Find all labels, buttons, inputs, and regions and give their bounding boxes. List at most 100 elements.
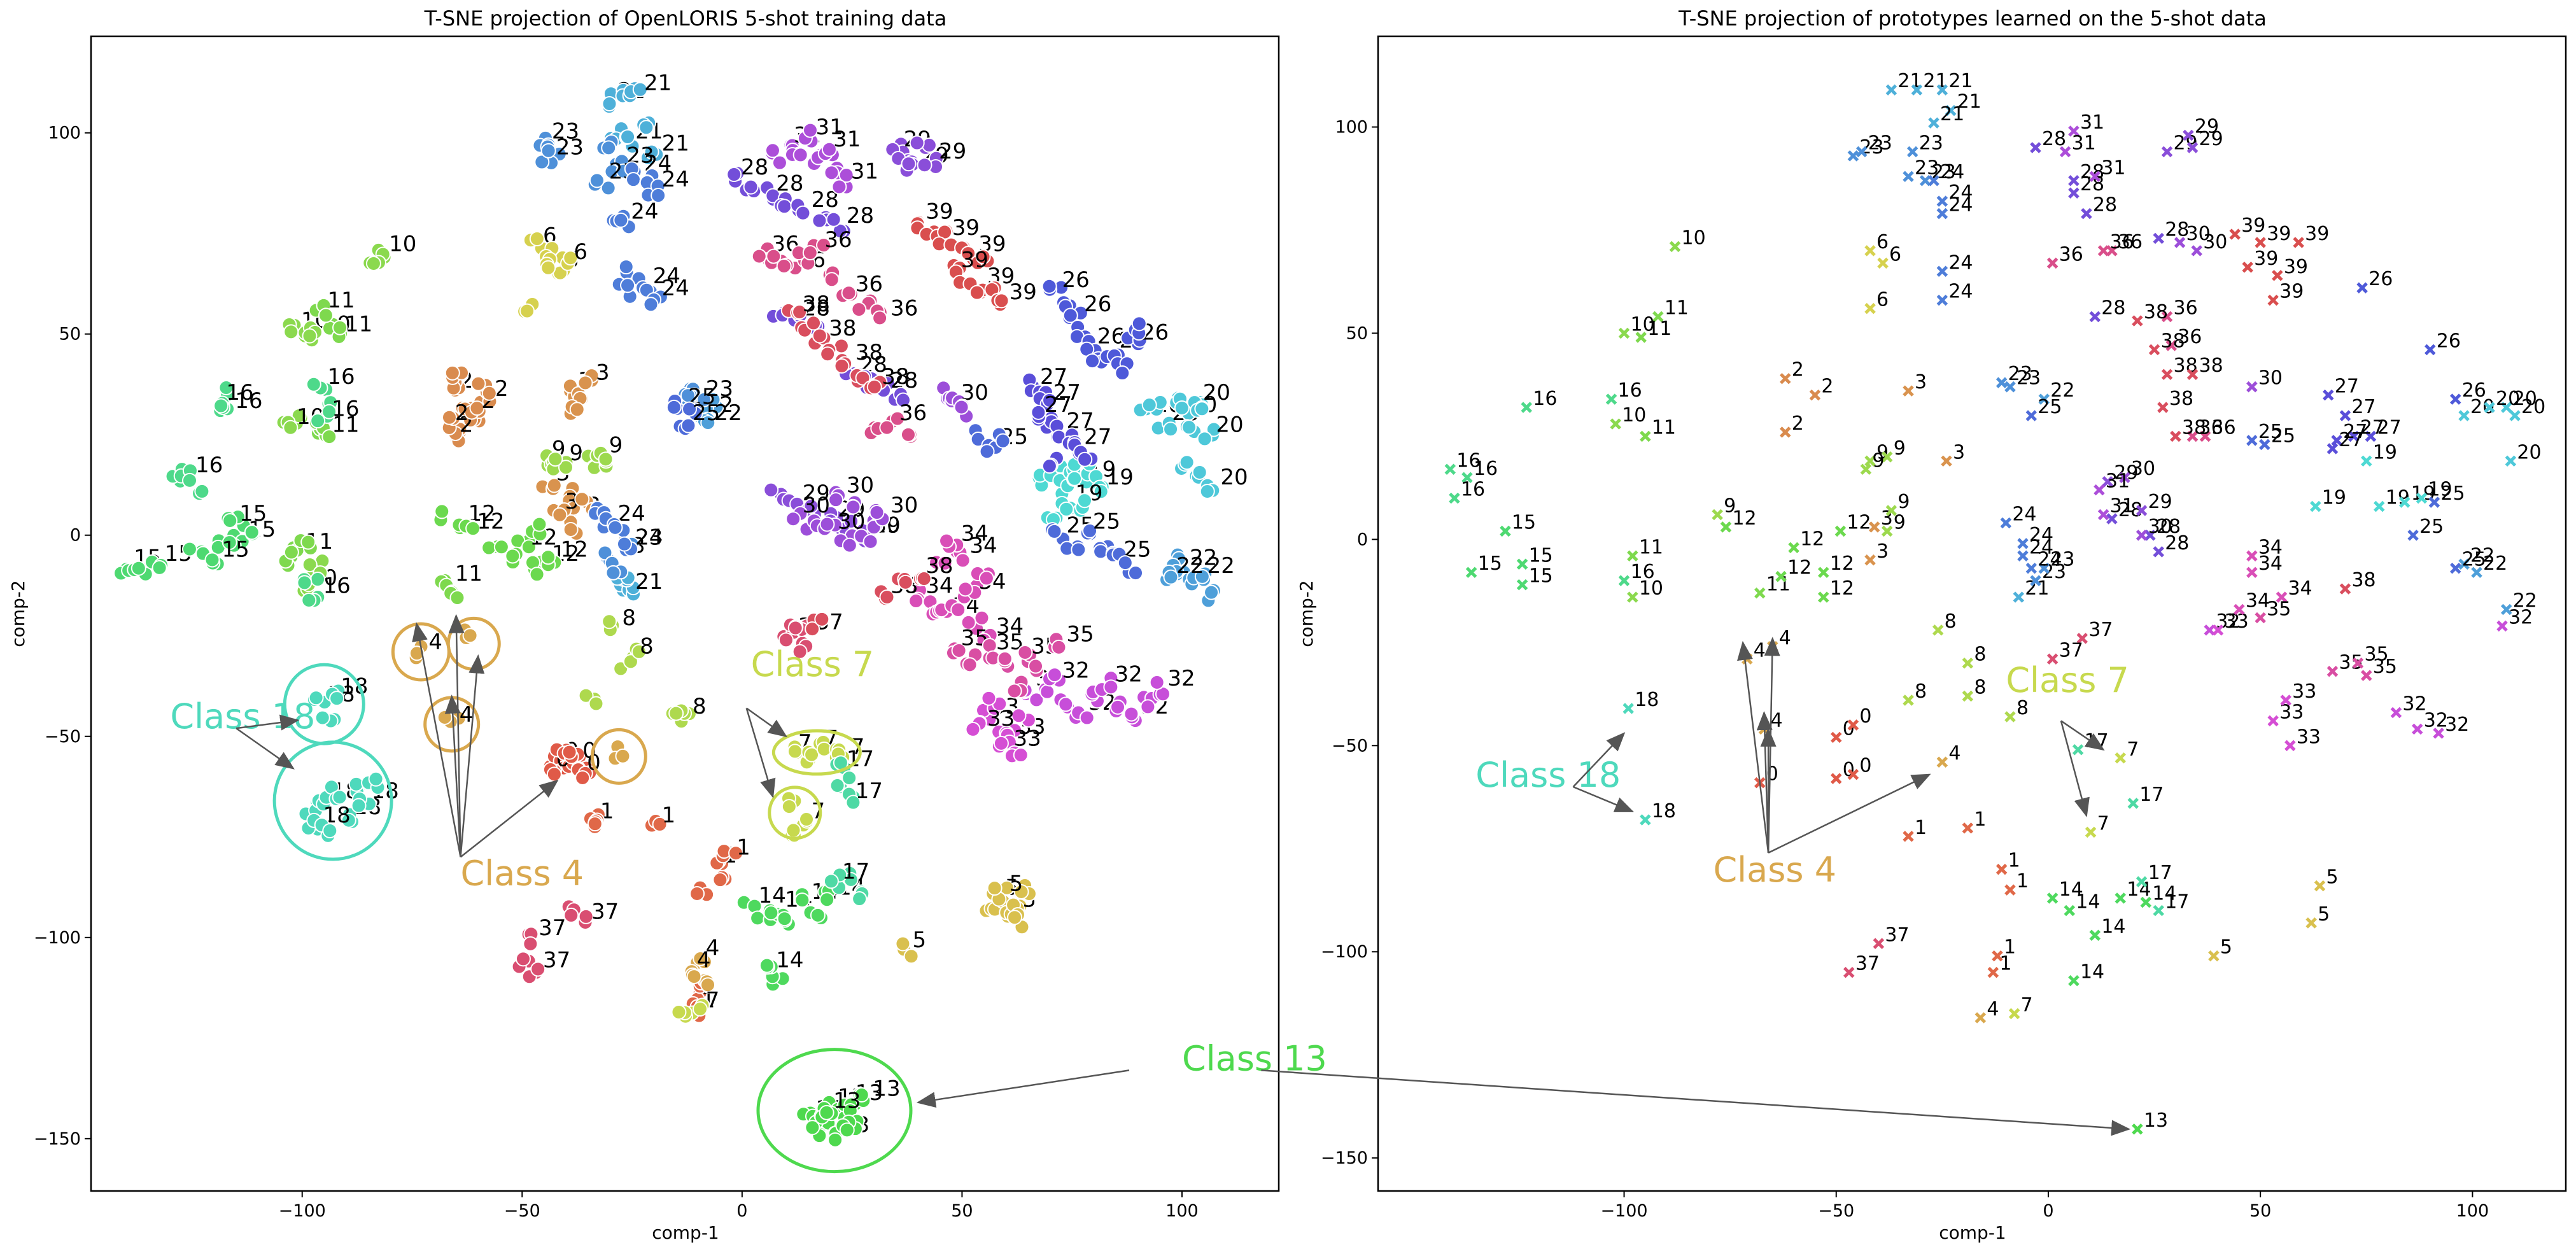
point-label: 24 xyxy=(631,199,658,225)
point-label: 28 xyxy=(2101,297,2125,320)
prototype-point-class-6 xyxy=(1864,302,1876,314)
data-point-class-39 xyxy=(975,249,991,265)
prototype-point-class-33 xyxy=(2284,740,2296,752)
point-label: 29 xyxy=(2199,128,2223,150)
data-point-class-11 xyxy=(300,534,316,550)
x-tick-label: −100 xyxy=(279,1201,326,1221)
point-label: 32 xyxy=(2424,709,2448,731)
data-point-class-36 xyxy=(816,237,832,253)
point-label: 20 xyxy=(1220,465,1248,490)
prototype-point-class-28 xyxy=(2106,513,2118,525)
point-label: 4 xyxy=(1779,627,1791,649)
prototype-point-class-2 xyxy=(1809,389,1821,401)
annotation-arrow xyxy=(1573,786,1635,813)
point-label: 14 xyxy=(2080,961,2104,983)
data-point-class-36 xyxy=(841,285,857,301)
prototype-point-class-9 xyxy=(1860,463,1872,476)
data-point-class-14 xyxy=(777,911,792,927)
point-label: 9 xyxy=(609,432,623,458)
point-label: 2 xyxy=(495,376,509,402)
data-point-class-25 xyxy=(1093,544,1109,560)
data-point-class-33 xyxy=(981,690,997,706)
point-label: 10 xyxy=(389,231,416,257)
prototype-point-class-27 xyxy=(2348,430,2360,442)
data-point-class-30 xyxy=(785,511,801,527)
data-point-class-7 xyxy=(781,799,797,815)
data-point-class-6 xyxy=(540,260,556,276)
prototype-point-class-25 xyxy=(2259,439,2270,451)
x-tick-label: 100 xyxy=(2456,1201,2489,1221)
prototype-point-class-26 xyxy=(2356,282,2368,293)
prototype-point-class-33 xyxy=(2280,694,2291,706)
point-label: 18 xyxy=(1652,800,1676,822)
prototype-point-class-30 xyxy=(2191,245,2202,257)
point-label: 16 xyxy=(332,396,359,421)
data-point-class-24 xyxy=(643,297,659,313)
point-label: 4 xyxy=(697,947,711,973)
point-label: 32 xyxy=(2445,714,2469,736)
point-label: 2 xyxy=(1792,359,1804,381)
point-label: 3 xyxy=(596,360,610,386)
point-label: 27 xyxy=(2377,416,2401,439)
data-point-class-30 xyxy=(819,516,835,532)
point-label: 6 xyxy=(574,239,588,265)
data-point-class-4 xyxy=(615,748,631,764)
point-label: 9 xyxy=(1897,491,1910,513)
data-point-class-10 xyxy=(302,557,318,573)
data-point-class-9 xyxy=(547,451,563,467)
highlight-circle xyxy=(756,1048,913,1174)
point-label: 12 xyxy=(477,509,504,534)
prototype-point-class-39 xyxy=(2229,229,2241,240)
highlight-circle xyxy=(590,728,647,785)
data-point-class-19 xyxy=(1093,484,1109,500)
point-label: 1 xyxy=(1915,817,1927,839)
class-annotation: Class 4 xyxy=(1713,850,1836,890)
point-label: 2 xyxy=(1792,412,1804,435)
point-label: 36 xyxy=(2118,231,2143,253)
point-label: 11 xyxy=(345,312,372,337)
data-point-class-23 xyxy=(601,140,617,156)
data-point-class-35 xyxy=(962,657,978,673)
point-label: 19 xyxy=(2428,479,2452,501)
data-point-class-17 xyxy=(852,891,868,907)
point-label: 16 xyxy=(235,388,262,414)
point-label: 24 xyxy=(653,264,680,289)
prototype-point-class-1 xyxy=(1903,831,1914,842)
data-point-class-25 xyxy=(1117,555,1133,571)
point-label: 26 xyxy=(2462,379,2486,402)
point-label: 27 xyxy=(1084,425,1111,450)
prototype-point-class-32 xyxy=(2496,620,2508,632)
annotation-arrow xyxy=(745,708,776,798)
data-point-class-3 xyxy=(569,402,585,418)
data-point-class-9 xyxy=(598,451,614,467)
right-axes-frame xyxy=(1377,35,2567,1192)
data-point-class-36 xyxy=(879,419,895,435)
annotation-arrow xyxy=(460,779,559,858)
prototype-point-class-20 xyxy=(2484,402,2495,413)
data-point-class-24 xyxy=(613,212,629,228)
data-point-class-32 xyxy=(1029,692,1045,708)
point-label: 11 xyxy=(1652,416,1676,439)
point-label: 30 xyxy=(2131,458,2155,480)
data-point-class-36 xyxy=(824,272,840,288)
point-label: 0 xyxy=(1859,755,1871,777)
data-point-class-16 xyxy=(301,592,317,608)
prototype-point-class-29 xyxy=(2102,476,2114,488)
data-point-class-12 xyxy=(521,539,537,555)
data-point-class-15 xyxy=(244,525,260,540)
data-point-class-12 xyxy=(493,539,509,555)
point-label: 21 xyxy=(635,569,663,595)
point-label: 16 xyxy=(1631,561,1655,583)
point-label: 28 xyxy=(2165,532,2189,554)
data-point-class-8 xyxy=(668,705,684,721)
point-label: 32 xyxy=(1062,658,1090,683)
point-label: 11 xyxy=(1639,536,1663,558)
data-point-class-18 xyxy=(332,789,348,805)
point-label: 23 xyxy=(1915,157,1939,179)
prototype-point-class-10 xyxy=(1610,418,1621,430)
point-label: 27 xyxy=(2339,429,2363,451)
data-point-class-30 xyxy=(954,399,969,415)
data-point-class-20 xyxy=(1179,454,1195,470)
point-label: 9 xyxy=(1894,511,1906,533)
point-label: 32 xyxy=(1115,662,1142,687)
